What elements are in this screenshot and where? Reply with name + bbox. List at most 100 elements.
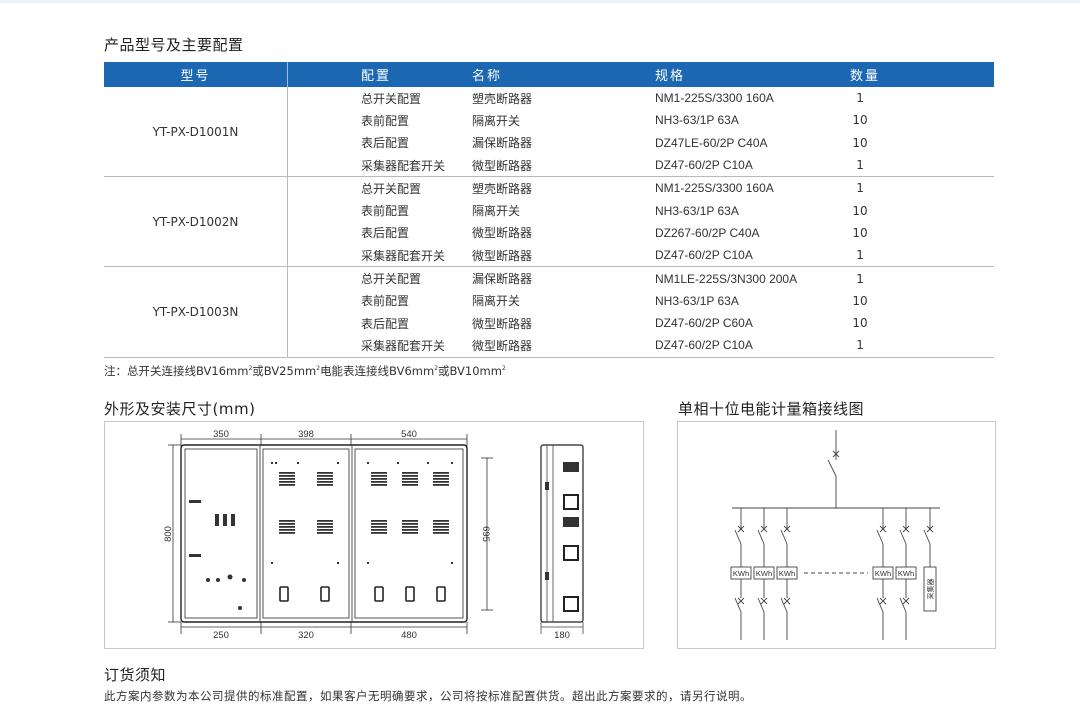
config-cell: 总开关配置 (361, 181, 422, 196)
table-row: YT-PX-D1002N 总开关配置 塑壳断路器 NM1-225S/3300 160A… (104, 176, 994, 268)
collector-box (923, 566, 937, 612)
header-config: 配置 (287, 62, 446, 87)
collector-branch: 采集器 (923, 508, 937, 612)
name-cell: 隔离开关 (472, 113, 521, 128)
kwh-label: KWh (898, 569, 914, 578)
table-row: YT-PX-D1003N 总开关配置 漏保断路器 NM1LE-225S/3N300 2… (104, 266, 994, 358)
name-cell: 隔离开关 (472, 204, 521, 219)
config-cell: 采集器配套开关 (287, 334, 446, 358)
dim-depth-180: 180 (554, 630, 570, 641)
config-cell: 表后配置 (361, 316, 410, 331)
dim-bottom-480: 480 (401, 630, 417, 641)
qty-cell: 1 (830, 153, 994, 178)
wiring-diagram: KWh KWh KWh KWh KWh 采集器 (730, 430, 940, 640)
section-title-order: 订货须知 (104, 666, 167, 684)
dim-bottom-320: 320 (298, 630, 314, 641)
collector-label: 采集器 (926, 579, 935, 600)
name-cell: 微型断路器 (445, 244, 631, 268)
meter-branch: KWh (895, 508, 917, 640)
config-cell: 表前配置 (361, 294, 410, 309)
qty-cell: 1 (856, 271, 864, 286)
name-cell: 微型断路器 (445, 334, 631, 358)
kwh-label: KWh (733, 569, 749, 578)
dim-top-350: 350 (213, 429, 229, 440)
dimension-drawing: 350 398 540 250 320 480 180 800 695 (163, 429, 584, 641)
qty-cell: 10 (852, 225, 868, 240)
qty-cell: 1 (856, 181, 864, 196)
name-cell: 隔离开关 (472, 294, 521, 309)
qty-cell: 10 (852, 316, 868, 331)
name-cell: 微型断路器 (472, 226, 533, 241)
meter-branch: KWh (872, 508, 894, 640)
dimension-drawing-box: 350 398 540 250 320 480 180 800 695 (104, 421, 644, 649)
qty-cell: 1 (830, 334, 994, 358)
table-row: 表前配置 隔离开关 NH3-63/1P 63A 10 (104, 290, 994, 312)
spec-cell: NH3-63/1P 63A (655, 113, 739, 128)
kwh-label: KWh (756, 569, 772, 578)
config-cell: 总开关配置 (361, 91, 422, 106)
spec-cell: DZ47-60/2P C10A (630, 153, 831, 178)
qty-cell: 1 (856, 91, 864, 106)
spec-cell: NM1-225S/3300 160A (655, 91, 774, 106)
spec-cell: NM1LE-225S/3N300 200A (655, 271, 798, 286)
spec-cell: NH3-63/1P 63A (655, 203, 739, 218)
table-row: 表前配置 隔离开关 NH3-63/1P 63A 10 (104, 199, 994, 221)
section-title-product: 产品型号及主要配置 (104, 36, 244, 54)
kwh-label: KWh (875, 569, 891, 578)
dim-top-398: 398 (298, 429, 314, 440)
spec-cell: NM1-225S/3300 160A (655, 181, 774, 196)
name-cell: 漏保断路器 (472, 272, 533, 287)
spec-cell: DZ47-60/2P C60A (655, 316, 753, 331)
meter-branch: KWh (730, 508, 752, 640)
qty-cell: 10 (852, 113, 868, 128)
qty-cell: 10 (852, 293, 868, 308)
section-title-wiring: 单相十位电能计量箱接线图 (678, 400, 865, 418)
spec-cell: NH3-63/1P 63A (655, 293, 739, 308)
name-cell: 塑壳断路器 (472, 181, 533, 196)
config-cell: 采集器配套开关 (287, 244, 446, 268)
dim-height-800: 800 (163, 526, 174, 542)
dim-top-540: 540 (401, 429, 417, 440)
spec-cell: DZ47LE-60/2P C40A (655, 135, 768, 150)
dim-height-695: 695 (480, 526, 491, 542)
config-cell: 表前配置 (361, 113, 410, 128)
top-accent-line (0, 0, 1080, 3)
dim-bottom-250: 250 (213, 630, 229, 641)
spec-cell: DZ267-60/2P C40A (655, 225, 760, 240)
config-cell: 总开关配置 (361, 272, 422, 287)
table-header: 型号 配置 名称 规格 数量 (104, 62, 994, 87)
config-cell: 表后配置 (361, 226, 410, 241)
section-title-dimensions: 外形及安装尺寸(mm) (104, 400, 256, 418)
header-spec: 规格 (630, 62, 831, 87)
header-qty: 数量 (830, 62, 994, 87)
config-cell: 表后配置 (361, 136, 410, 151)
model-cell: YT-PX-D1001N (104, 87, 288, 178)
qty-cell: 10 (852, 203, 868, 218)
header-name: 名称 (445, 62, 631, 87)
qty-cell: 1 (830, 244, 994, 268)
table-row: 表后配置 微型断路器 DZ47-60/2P C60A 10 (104, 312, 994, 334)
name-cell: 微型断路器 (472, 316, 533, 331)
table-row: 表前配置 隔离开关 NH3-63/1P 63A 10 (104, 109, 994, 131)
config-cell: 采集器配套开关 (287, 153, 446, 178)
qty-cell: 10 (852, 135, 868, 150)
model-cell: YT-PX-D1003N (104, 266, 288, 358)
model-cell: YT-PX-D1002N (104, 176, 288, 268)
spec-cell: DZ47-60/2P C10A (630, 244, 831, 268)
header-model: 型号 (104, 62, 288, 87)
config-cell: 表前配置 (361, 204, 410, 219)
table-row: 表后配置 微型断路器 DZ267-60/2P C40A 10 (104, 222, 994, 244)
kwh-label: KWh (779, 569, 795, 578)
wiring-diagram-box: KWh KWh KWh KWh KWh 采集器 (677, 421, 996, 649)
spec-cell: DZ47-60/2P C10A (630, 334, 831, 358)
meter-branch: KWh (753, 508, 775, 640)
meter-branch: KWh (776, 508, 798, 640)
wiring-note: 注：总开关连接线BV16mm2或BV25mm2电能表连接线BV6mm2或BV10… (104, 364, 506, 378)
name-cell: 微型断路器 (445, 153, 631, 178)
